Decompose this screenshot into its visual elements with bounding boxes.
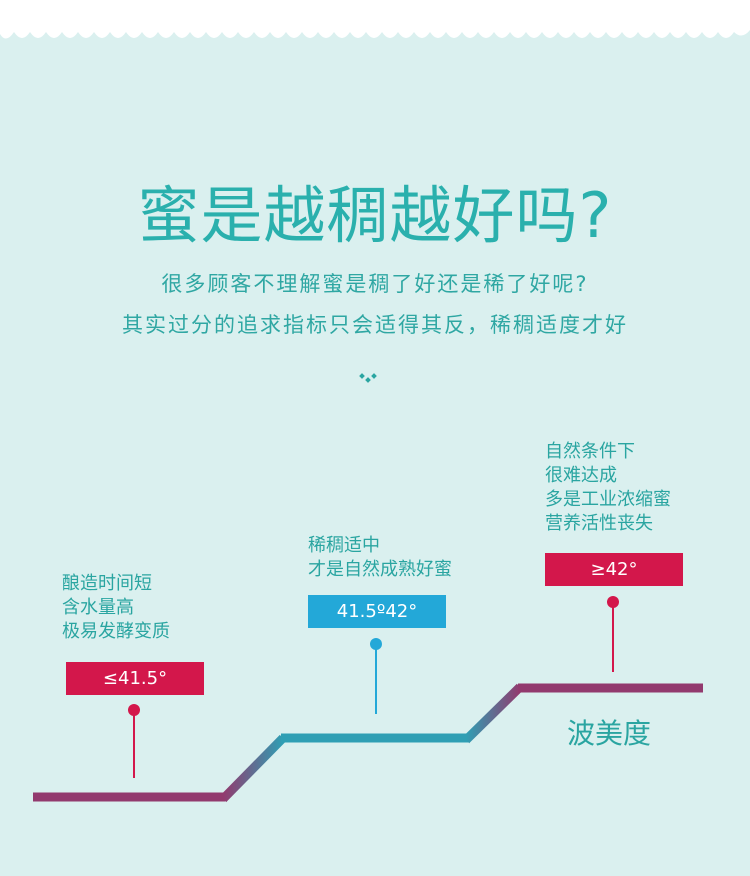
level-low-badge: ≤41.5° — [66, 662, 204, 695]
page-title: 蜜是越稠越好吗? — [137, 179, 613, 252]
subtitle-line-1: 很多顾客不理解蜜是稠了好还是稀了好呢? — [161, 272, 589, 296]
wave-top-decoration — [0, 0, 750, 39]
pin-high-head — [607, 596, 619, 608]
step-line-rise-2 — [462, 683, 524, 744]
level-mid-badge: 41.5º42° — [308, 595, 446, 628]
level-low-line-3: 极易发酵变质 — [62, 621, 170, 642]
pin-mid-head — [370, 638, 382, 650]
level-low-description: 酿造时间短 含水量高 极易发酵变质 — [62, 572, 170, 644]
subtitle-line-2: 其实过分的追求指标只会适得其反，稀稠适度才好 — [122, 313, 628, 337]
dots-divider-icon — [359, 373, 377, 383]
level-high-line-1: 自然条件下 — [545, 441, 635, 462]
level-mid-description: 稀稠适中 才是自然成熟好蜜 — [308, 534, 452, 582]
level-high-line-2: 很难达成 — [545, 465, 617, 486]
pin-low-head — [128, 704, 140, 716]
level-low-line-1: 酿造时间短 — [62, 573, 152, 594]
level-mid-line-1: 稀稠适中 — [308, 535, 380, 556]
level-mid-line-2: 才是自然成熟好蜜 — [308, 559, 452, 580]
step-line-rise-1 — [219, 734, 287, 803]
level-high-badge: ≥42° — [545, 553, 683, 586]
level-high-description: 自然条件下 很难达成 多是工业浓缩蜜 营养活性丧失 — [545, 440, 671, 536]
axis-label: 波美度 — [567, 717, 652, 750]
level-low-line-2: 含水量高 — [62, 597, 134, 618]
level-high-line-3: 多是工业浓缩蜜 — [545, 489, 671, 510]
level-high-line-4: 营养活性丧失 — [545, 513, 653, 534]
